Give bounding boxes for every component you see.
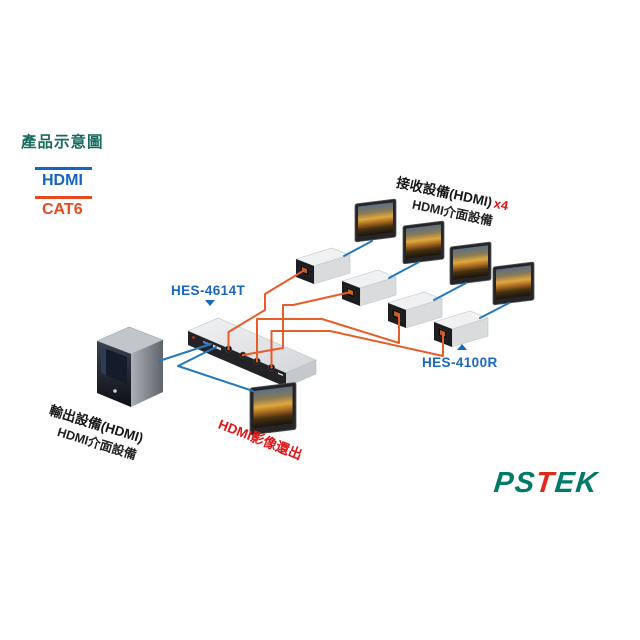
source-pc-tower [96, 326, 164, 407]
monitor-1 [354, 198, 397, 243]
hdmi-cable-source [158, 343, 212, 362]
legend-hdmi-swatch [35, 167, 92, 170]
legend-cat6-swatch [35, 196, 92, 199]
receiver-box-3 [387, 291, 443, 329]
hdmi-cable-monitor-1 [343, 240, 373, 257]
receiver-model-label: HES-4100R [422, 355, 498, 370]
monitor-3 [449, 241, 492, 286]
receivers-quantity: x4 [492, 195, 510, 214]
hdmi-cable-monitor-3 [433, 282, 467, 301]
page-title: 產品示意圖 [21, 134, 104, 151]
receiver-box-1 [295, 247, 351, 285]
pointer-down-icon [205, 300, 215, 306]
hdmi-cable-loopout [177, 346, 254, 392]
monitor-4 [492, 261, 535, 306]
power-led [192, 336, 195, 339]
transmitter-unit [187, 317, 317, 388]
transmitter-model-label: HES-4614T [171, 283, 246, 298]
legend-hdmi-label: HDMI [42, 172, 83, 189]
cat6-cable-2 [242, 291, 352, 356]
monitor-2 [402, 220, 445, 265]
pointer-up-icon [457, 344, 467, 350]
cat6-cable-4 [270, 330, 444, 368]
cat6-out-ports [225, 345, 275, 371]
hdmi-in-port [213, 344, 221, 351]
cat6-cable-1 [227, 270, 304, 349]
hdmi-cable-monitor-2 [388, 261, 420, 279]
loopout-monitor [249, 382, 297, 436]
hdmi-cable-monitor-4 [479, 302, 510, 319]
cat6-cable-3 [256, 313, 400, 362]
logo-letter-k: K [574, 467, 600, 499]
pstek-logo: PSTEK [492, 467, 600, 500]
legend-cat6-label: CAT6 [42, 201, 83, 218]
receiver-box-2 [341, 269, 397, 307]
